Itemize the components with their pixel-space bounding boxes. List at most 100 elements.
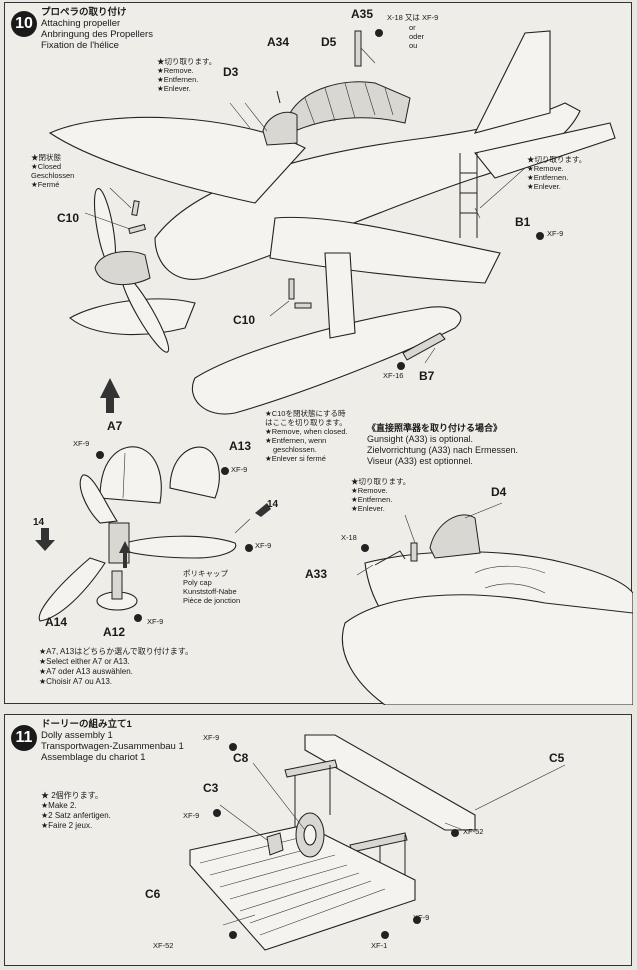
note-en: ★Select either A7 or A13. [39,657,130,666]
note-en: Gunsight (A33) is optional. [367,434,474,444]
note-remove-b1: ★切り取ります。 ★Remove. ★Entfernen. ★Enlever. [527,155,586,191]
note-en: ★Remove, when closed. [265,427,348,436]
step-title: プロペラの取り付け Attaching propeller Anbringung… [41,7,153,51]
title-jp: ドーリーの組み立て1 [41,719,132,730]
step-11-drawing [189,734,566,951]
part-c6: C6 [145,887,161,901]
note-jp: ★切り取ります。 [527,155,587,164]
note-de: ★A7 oder A13 auswählen. [39,667,133,676]
note-en: ★Remove. [527,164,564,173]
note-de: ★Entfernen. [351,495,393,504]
step-10-drawing [35,29,633,705]
paint-x18-a33: X-18 [341,533,357,542]
part-b1: B1 [515,215,531,229]
part-d3: D3 [223,65,239,79]
arrow-14-left: 14 [33,517,45,528]
paint-code: X-18 [387,13,403,22]
note-gunsight: 《直接照準器を取り付ける場合》 Gunsight (A33) is option… [367,423,518,467]
note-c10-closed: ★C10を閉状態にする時 はここを切り取ります。 ★Remove, when c… [265,409,348,463]
paint-xf52-bottom: XF-52 [153,941,174,950]
step-10-panel: 10 プロペラの取り付け Attaching propeller Anbring… [4,2,633,705]
title-de: Anbringung des Propellers [41,29,153,40]
note-remove-d3: ★切り取ります。 ★Remove. ★Entfernen. ★Enlever. [157,57,216,93]
note-en: Poly cap [183,578,212,587]
paint-xf9-a13: XF-9 [231,465,248,474]
or-note: or oder ou [409,23,424,50]
part-d4: D4 [491,485,507,499]
step-number: 10 [11,11,37,37]
step-number: 11 [11,725,37,751]
note-en: ★Closed [31,162,62,171]
part-a14: A14 [45,615,68,629]
title-fr: Assemblage du chariot 1 [41,752,146,763]
paint-xf1: XF-1 [371,941,388,950]
note-remove-d4: ★切り取ります。 ★Remove. ★Entfernen. ★Enlever. [351,477,410,513]
note-jp: ★C10を閉状態にする時 [265,409,346,418]
note-de: ★Entfernen, wenn [265,436,327,445]
note-de: Zielvorrichtung (A33) nach Ermessen. [367,445,519,455]
note-jp: ポリキャップ [183,569,228,578]
part-a12: A12 [103,625,126,639]
note-de: geschlossen. [273,445,317,454]
title-jp: プロペラの取り付け [41,7,127,18]
paint-xf9-bottom: XF-9 [413,913,430,922]
note-jp: ★切り取ります。 [157,57,217,66]
note-poly-cap: ポリキャップ Poly cap Kunststoff-Nabe Pièce de… [183,569,240,605]
note-select: ★A7, A13はどちらか選んで取り付けます。 ★Select either A… [39,647,193,687]
paint-x18-top: X-18 又は XF-9 [387,13,438,22]
note-de: ★Entfernen. [157,75,199,84]
note-fr: ★Enlever. [351,504,385,513]
arrow-14-right: 14 [267,499,279,510]
note-de: Kunststoff-Nabe [183,587,237,596]
paint-xf9-prop: XF-9 [255,541,272,550]
paint-xf9-a12: XF-9 [147,617,164,626]
part-c10-bottom: C10 [233,313,256,327]
note-fr: ★Enlever si fermé [265,454,326,463]
step-title: ドーリーの組み立て1 Dolly assembly 1 Transportwag… [41,719,184,763]
title-en: Attaching propeller [41,18,121,29]
part-a35: A35 [351,7,374,21]
note-jp: はここを切り取ります。 [265,418,347,427]
paint-xf52-right: XF-52 [463,827,484,836]
part-a34: A34 [267,35,290,49]
note-fr: ★Enlever. [157,84,191,93]
title-de: Transportwagen-Zusammenbau 1 [41,741,184,752]
note-en: ★Remove. [351,486,388,495]
note-jp: 《直接照準器を取り付ける場合》 [367,423,503,433]
note-fr: ★Enlever. [527,182,561,191]
part-c5: C5 [549,751,565,765]
part-c10-left: C10 [57,211,80,225]
note-de: ★Entfernen. [527,173,569,182]
note-closed: ★閉状態 ★Closed Geschlossen ★Fermé [31,153,74,189]
part-c3: C3 [203,781,219,795]
part-d5: D5 [321,35,337,49]
note-fr: Pièce de jonction [183,596,241,605]
step-11-panel: 11 ドーリーの組み立て1 Dolly assembly 1 Transport… [4,714,632,966]
paint-xf16: XF-16 [383,371,404,380]
note-fr: ★Faire 2 jeux. [41,821,93,830]
note-de: Geschlossen [31,171,75,180]
or-en: or [409,23,416,32]
note-fr: ★Fermé [31,180,60,189]
part-b7: B7 [419,369,435,383]
note-en: ★Make 2. [41,801,77,810]
note-jp: ★ 2個作ります。 [41,791,103,800]
note-jp: ★閉状態 [31,153,61,162]
note-fr: ★Choisir A7 ou A13. [39,677,112,686]
paint-xf9-b1: XF-9 [547,229,564,238]
or-fr: ou [409,41,418,50]
or-jp: 又は [404,13,420,22]
or-de: oder [409,32,425,41]
note-fr: Viseur (A33) est optionnel. [367,456,473,466]
paint-xf9-c3: XF-9 [183,811,200,820]
note-jp: ★A7, A13はどちらか選んで取り付けます。 [39,647,193,656]
paint-code: XF-9 [422,13,439,22]
title-en: Dolly assembly 1 [41,730,113,741]
note-de: ★2 Satz anfertigen. [41,811,111,820]
note-jp: ★切り取ります。 [351,477,411,486]
note-en: ★Remove. [157,66,194,75]
part-a13: A13 [229,439,252,453]
note-make-2: ★ 2個作ります。 ★Make 2. ★2 Satz anfertigen. ★… [41,791,111,831]
part-a33: A33 [305,567,328,581]
